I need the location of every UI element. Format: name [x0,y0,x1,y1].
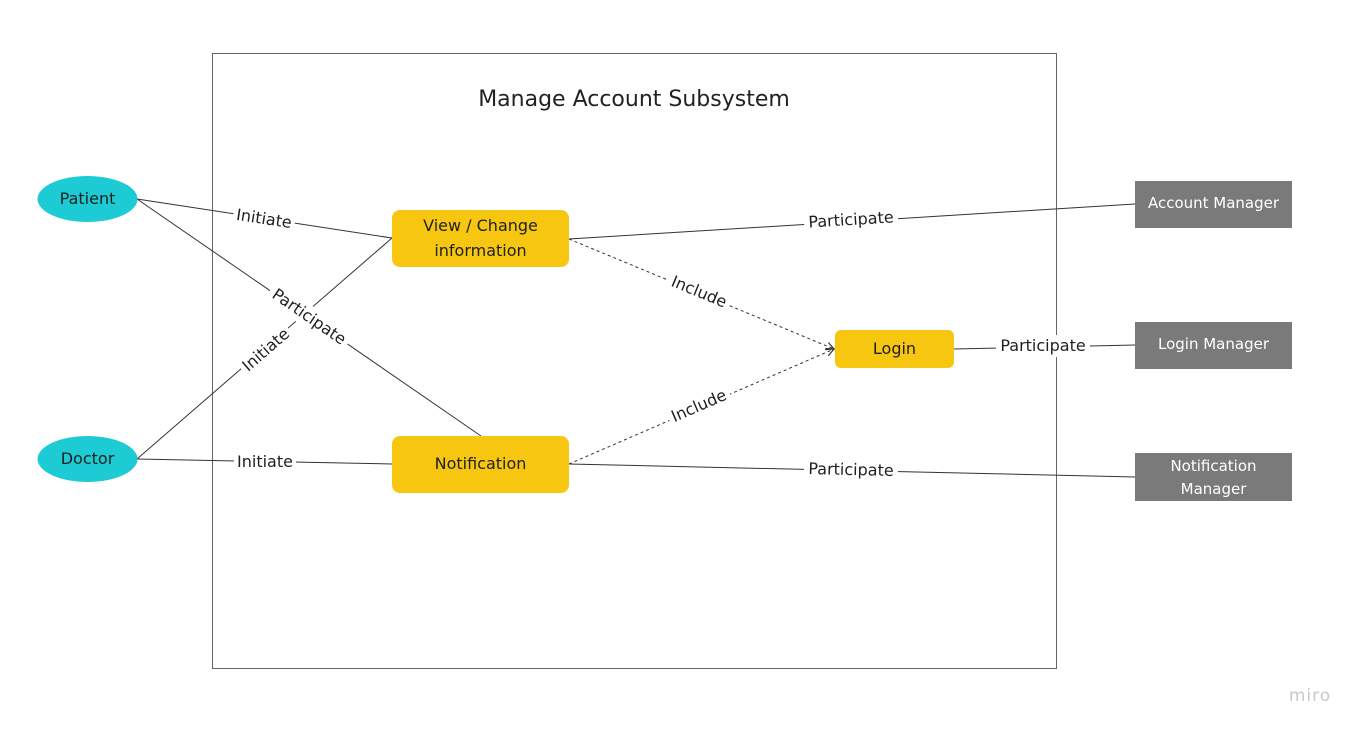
label-notification-notification-manager: Participate [803,457,899,483]
label-patient-view: Initiate [231,203,297,235]
actor-doctor[interactable]: Doctor [37,436,138,482]
actor-patient-label: Patient [60,189,116,208]
svg-text:Participate: Participate [1000,336,1085,355]
use-case-view-change-label-2: information [434,241,526,260]
use-case-view-change-label-1: View / Change [423,216,538,235]
system-notification-manager[interactable]: Notification Manager [1135,453,1292,501]
system-account-manager[interactable]: Account Manager [1135,181,1292,228]
svg-text:Initiate: Initiate [238,324,293,375]
miro-watermark: miro [1289,686,1331,706]
svg-text:Participate: Participate [808,459,894,480]
use-case-login-label: Login [873,339,916,358]
use-case-notification[interactable]: Notification [392,436,569,493]
boundary-title: Manage Account Subsystem [478,87,790,112]
svg-text:Initiate: Initiate [235,205,293,232]
system-notification-manager-label-2: Manager [1181,480,1248,498]
system-login-manager[interactable]: Login Manager [1135,322,1292,369]
label-view-login-include: Include [664,269,734,315]
label-notification-login-include: Include [664,382,734,430]
svg-text:Include: Include [668,385,729,426]
actor-patient[interactable]: Patient [37,176,138,222]
system-login-manager-label: Login Manager [1158,335,1270,353]
actor-doctor-label: Doctor [61,449,115,468]
svg-text:Initiate: Initiate [237,452,293,471]
use-case-login[interactable]: Login [835,330,954,368]
system-notification-manager-label-1: Notification [1170,457,1256,475]
use-case-view-change-information[interactable]: View / Change information [392,210,569,267]
system-boundary [212,53,1057,669]
label-view-account-manager: Participate [803,206,899,234]
system-account-manager-label: Account Manager [1148,194,1280,212]
label-doctor-view: Initiate [235,321,297,379]
label-doctor-notification: Initiate [234,451,296,473]
label-login-login-manager: Participate [996,335,1090,357]
svg-text:Include: Include [669,272,730,312]
use-case-notification-label: Notification [435,454,527,473]
